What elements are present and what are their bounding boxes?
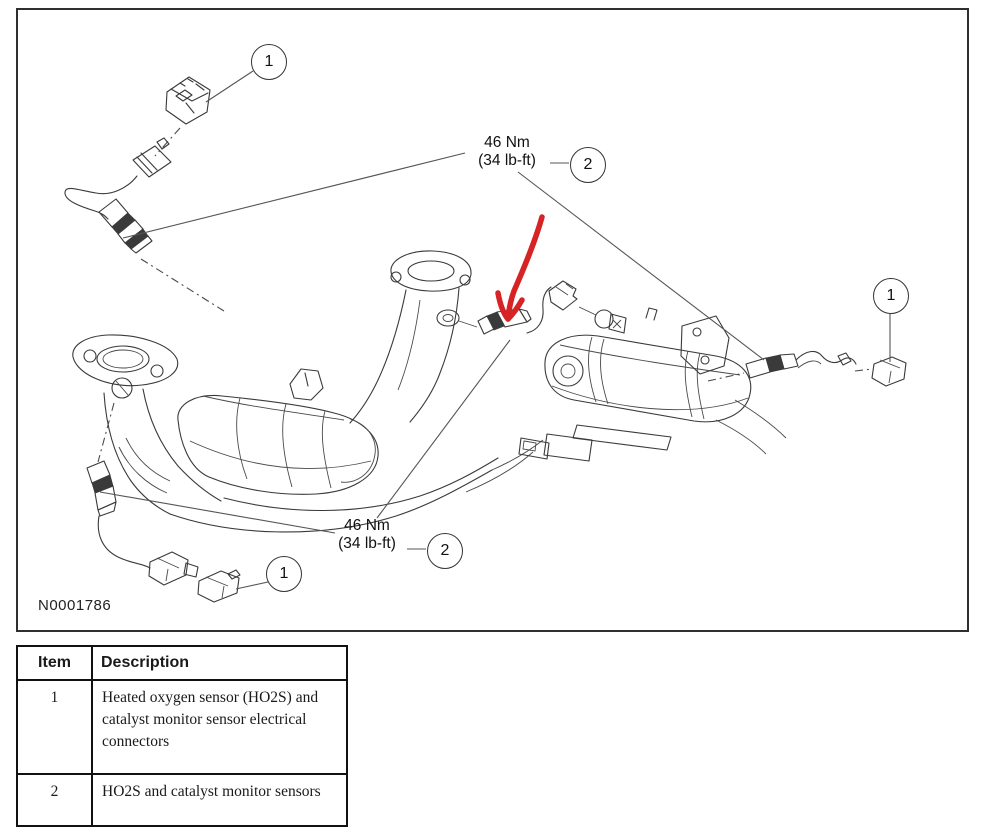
table-row: 2 HO2S and catalyst monitor sensors: [16, 773, 348, 827]
middle-electrical-connectors: [549, 281, 626, 333]
figure-number: N0001786: [38, 597, 112, 614]
callout-2-bottom-badge: 2: [427, 533, 463, 569]
torque-bottom-nm: 46 Nm: [344, 517, 390, 534]
right-electrical-connector: [872, 357, 906, 386]
bottom-left-ho2s-sensor: [87, 403, 150, 568]
torque-top-nm: 46 Nm: [484, 134, 530, 151]
table-header-row: Item Description: [16, 645, 348, 681]
parts-table: Item Description 1 Heated oxygen sensor …: [16, 645, 348, 827]
callout-leader-lines: [100, 71, 890, 589]
left-catalytic-converter: [73, 335, 378, 514]
right-ho2s-sensor: [708, 351, 872, 381]
right-catalytic-converter: [545, 308, 786, 454]
description-cell: Heated oxygen sensor (HO2S) and catalyst…: [91, 679, 348, 775]
callout-2-top-badge: 2: [570, 147, 606, 183]
exhaust-y-pipe: [170, 425, 671, 532]
item-number-cell: 1: [16, 679, 93, 775]
item-number-cell: 2: [16, 773, 93, 827]
callout-1-top-left-badge: 1: [251, 44, 287, 80]
bottom-left-electrical-connectors: [149, 552, 240, 602]
top-left-ho2s-sensor: [99, 199, 224, 311]
torque-label-bottom: 46 Nm (34 lb-ft): [297, 517, 437, 552]
red-annotation-arrow: [498, 217, 542, 319]
middle-downpipe-flange: [350, 251, 477, 423]
header-item: Item: [16, 645, 93, 681]
table-row: 1 Heated oxygen sensor (HO2S) and cataly…: [16, 679, 348, 775]
description-cell: HO2S and catalyst monitor sensors: [91, 773, 348, 827]
header-description: Description: [91, 645, 348, 681]
torque-top-lbft: (34 lb-ft): [478, 151, 536, 169]
torque-bottom-lbft: (34 lb-ft): [338, 534, 396, 552]
callout-1-bottom-left-badge: 1: [266, 556, 302, 592]
torque-label-top: 46 Nm (34 lb-ft): [437, 134, 577, 169]
top-left-electrical-connector: [65, 77, 210, 219]
callout-1-right-badge: 1: [873, 278, 909, 314]
